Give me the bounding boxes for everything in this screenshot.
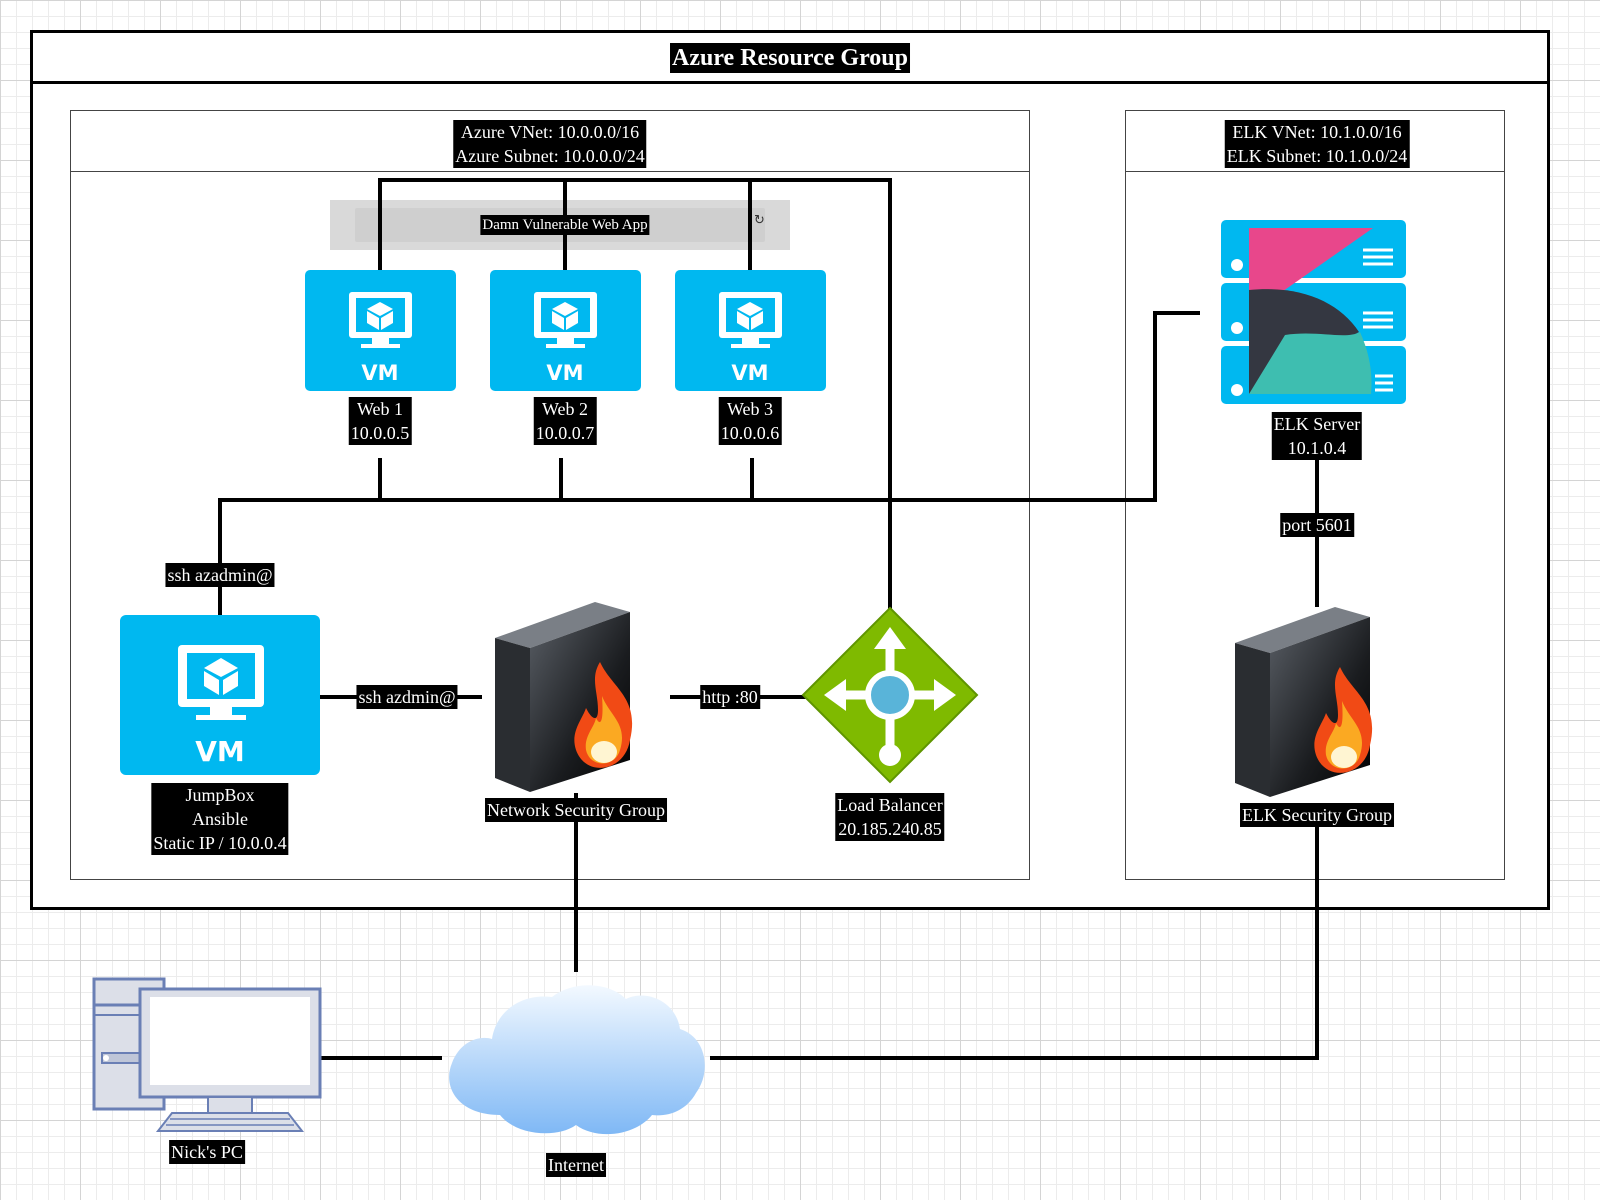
elk-nsg-label: ELK Security Group	[1240, 803, 1394, 827]
jumpbox-label: JumpBox Ansible Static IP / 10.0.0.4	[151, 783, 289, 855]
web1-name: Web 1	[356, 399, 404, 419]
web3-name: Web 3	[726, 399, 774, 419]
ssh-horizontal-label: ssh azdmin@	[356, 685, 458, 709]
web2-ip: 10.0.0.7	[535, 423, 595, 443]
web3-ip: 10.0.0.6	[720, 423, 780, 443]
elk-server-name: ELK Server	[1273, 414, 1361, 434]
jumpbox-ip: Static IP / 10.0.0.4	[153, 833, 287, 853]
cloud-icon	[449, 985, 705, 1135]
elk-subnet-cidr: ELK Subnet: 10.1.0.0/24	[1226, 146, 1408, 166]
elk-vnet-cidr: ELK VNet: 10.1.0.0/16	[1232, 122, 1402, 142]
load-balancer-name: Load Balancer	[837, 795, 943, 815]
jumpbox-vm-icon: VM	[120, 615, 320, 775]
desktop-pc-icon	[92, 977, 322, 1132]
dvwa-label: Damn Vulnerable Web App	[480, 215, 650, 235]
azure-vnet-header	[71, 111, 1029, 172]
wire-lb-to-webs	[378, 178, 892, 610]
elk-vnet-header	[1126, 111, 1504, 172]
load-balancer-label: Load Balancer 20.185.240.85	[835, 793, 945, 841]
kibana-server-icon	[1221, 220, 1406, 404]
web1-ip: 10.0.0.5	[350, 423, 410, 443]
elk-server-label: ELK Server 10.1.0.4	[1271, 412, 1363, 460]
resource-group-header	[33, 33, 1547, 84]
internet-label: Internet	[546, 1153, 606, 1177]
web3-vm-icon: VM	[675, 270, 826, 391]
nsg-label: Network Security Group	[485, 798, 667, 822]
azure-vnet-cidr: Azure VNet: 10.0.0.0/16	[460, 122, 640, 142]
azure-vnet-label: Azure VNet: 10.0.0.0/16 Azure Subnet: 10…	[453, 120, 647, 168]
resource-group-title: Azure Resource Group	[670, 43, 910, 73]
azure-subnet-cidr: Azure Subnet: 10.0.0.0/24	[455, 146, 645, 166]
ssh-vertical-label: ssh azadmin@	[165, 563, 275, 587]
web3-label: Web 3 10.0.0.6	[718, 397, 782, 445]
web1-vm-icon: VM	[305, 270, 456, 391]
load-balancer-ip: 20.185.240.85	[838, 819, 942, 839]
web2-label: Web 2 10.0.0.7	[533, 397, 597, 445]
load-balancer-icon	[801, 606, 979, 784]
wire-elknsg-internet	[710, 803, 1319, 1060]
http-label: http :80	[700, 685, 760, 709]
jumpbox-role: Ansible	[192, 809, 248, 829]
pc-label: Nick's PC	[169, 1140, 245, 1164]
elk-server-ip: 10.1.0.4	[1287, 438, 1347, 458]
elk-firewall-icon	[1235, 607, 1373, 797]
jumpbox-vm-text: VM	[195, 735, 245, 768]
elk-vnet-label: ELK VNet: 10.1.0.0/16 ELK Subnet: 10.1.0…	[1224, 120, 1410, 168]
web2-vm-text: VM	[546, 361, 583, 385]
web1-label: Web 1 10.0.0.5	[348, 397, 412, 445]
web2-vm-icon: VM	[490, 270, 641, 391]
firewall-icon	[495, 602, 633, 792]
jumpbox-name: JumpBox	[185, 785, 255, 805]
kibana-port-label: port 5601	[1280, 513, 1354, 537]
wire-jumpbox-bus	[218, 311, 1200, 620]
web2-name: Web 2	[541, 399, 589, 419]
web3-vm-text: VM	[731, 361, 768, 385]
reload-icon: ↻	[754, 213, 765, 228]
web1-vm-text: VM	[361, 361, 398, 385]
